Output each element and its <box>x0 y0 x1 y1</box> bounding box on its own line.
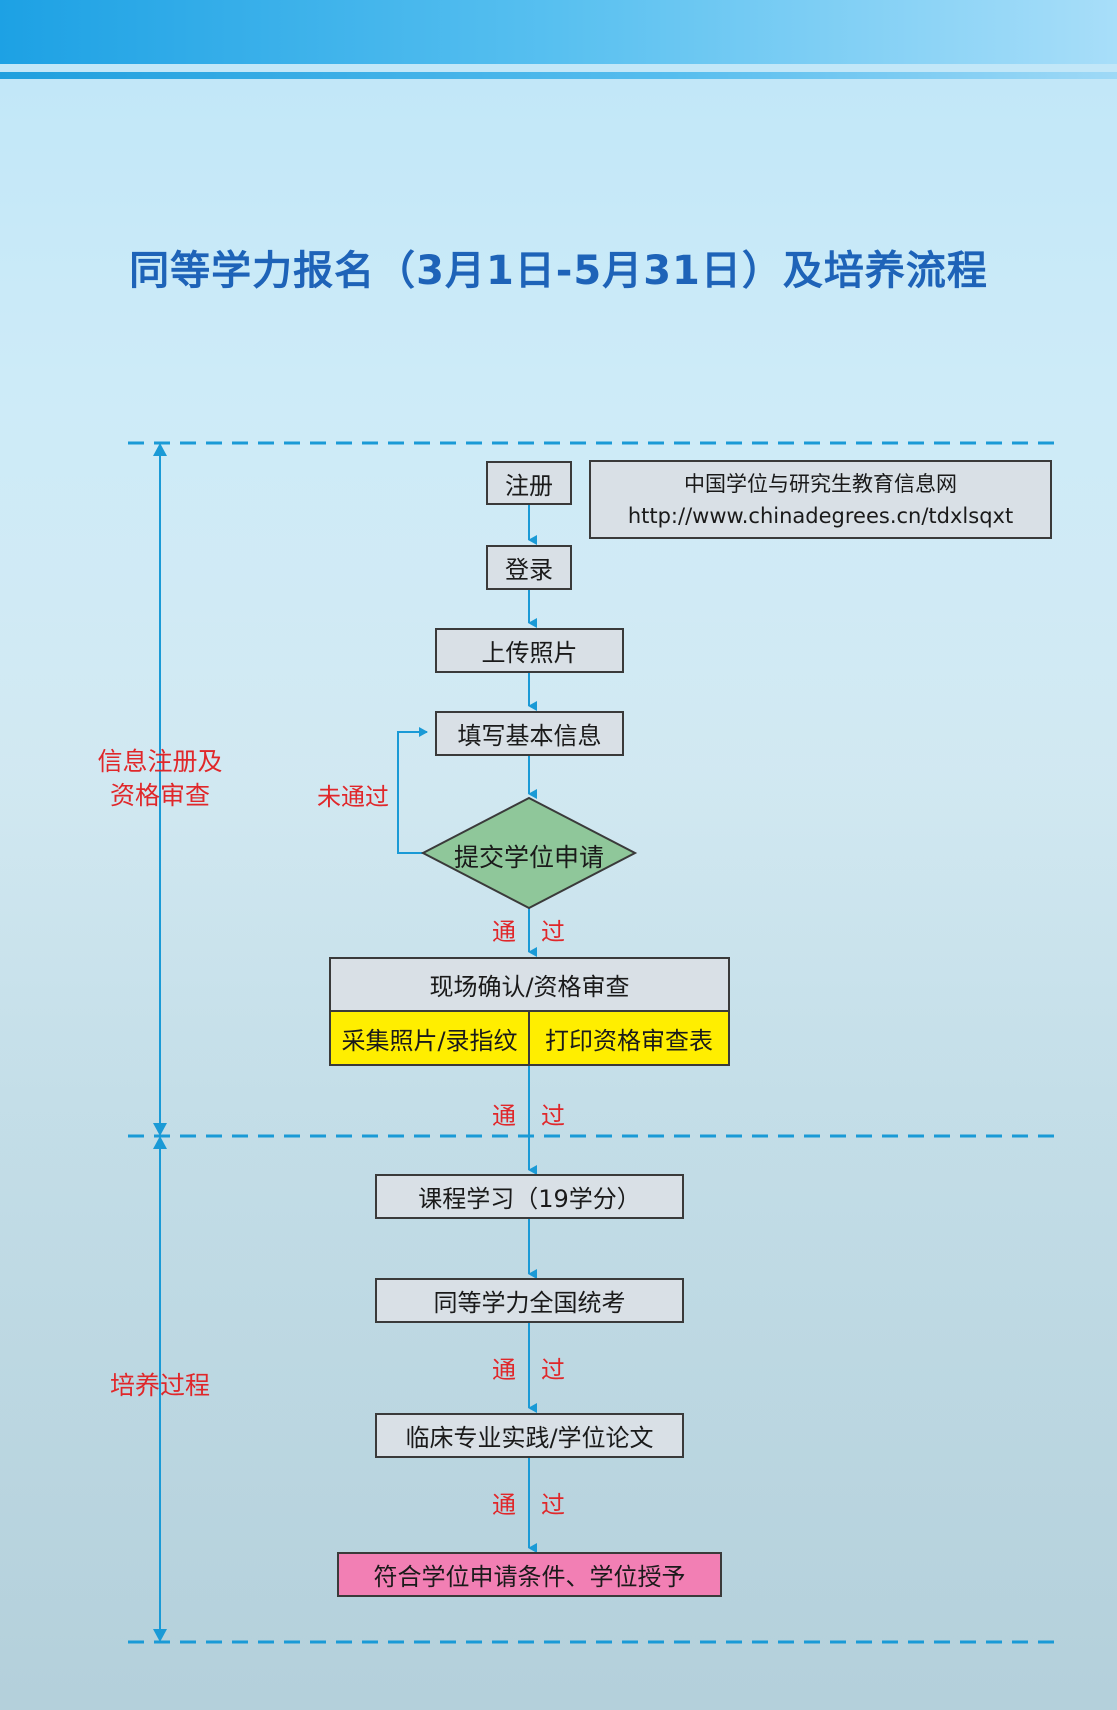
upload-photo-box: 上传照片 <box>435 628 624 673</box>
degree-grant-box: 符合学位申请条件、学位授予 <box>337 1552 722 1597</box>
pass-label-4a: 通 <box>492 1491 516 1519</box>
pass-label-2b: 过 <box>541 1102 565 1130</box>
submit-label: 提交学位申请 <box>453 843 604 872</box>
degree-grant-label: 符合学位申请条件、学位授予 <box>373 1563 686 1591</box>
website-box: 中国学位与研究生教育信息网 http://www.chinadegrees.cn… <box>589 460 1052 539</box>
practice-thesis-box: 临床专业实践/学位论文 <box>375 1413 684 1458</box>
phase2-arrow-up <box>153 1136 167 1149</box>
header-stripe <box>0 72 1117 79</box>
practice-thesis-label: 临床专业实践/学位论文 <box>405 1424 654 1452</box>
print-form-box: 打印资格审查表 <box>528 1010 730 1066</box>
website-url: http://www.chinadegrees.cn/tdxlsqxt <box>627 503 1014 528</box>
background-cityscape <box>0 600 1117 1710</box>
pass-label-1b: 过 <box>541 918 565 946</box>
phase2-label: 培养过程 <box>109 1371 210 1400</box>
not-passed-label: 未通过 <box>317 783 389 811</box>
phase1-label-line1: 信息注册及 <box>97 747 223 776</box>
print-form-label: 打印资格审查表 <box>545 1026 713 1055</box>
pass-label-2a: 通 <box>492 1102 516 1130</box>
collect-photo-label: 采集照片/录指纹 <box>341 1026 518 1055</box>
phase2-arrow-down <box>153 1629 167 1642</box>
onsite-confirm-label: 现场确认/资格审查 <box>429 973 630 1001</box>
national-exam-box: 同等学力全国统考 <box>375 1278 684 1323</box>
pass-label-3b: 过 <box>541 1356 565 1384</box>
onsite-confirm-box: 现场确认/资格审查 <box>329 957 730 1012</box>
national-exam-label: 同等学力全国统考 <box>433 1289 626 1317</box>
course-study-label: 课程学习（19学分） <box>418 1185 641 1213</box>
phase1-arrow-up <box>153 443 167 456</box>
website-name: 中国学位与研究生教育信息网 <box>684 471 957 496</box>
pass-label-1a: 通 <box>492 918 516 946</box>
fill-info-label: 填写基本信息 <box>457 722 602 750</box>
register-box: 注册 <box>486 461 572 505</box>
phase1-label: 信息注册及 资格审查 <box>80 745 240 813</box>
upload-photo-label: 上传照片 <box>481 639 578 667</box>
phase1-label-line2: 资格审查 <box>109 781 210 810</box>
pass-label-3a: 通 <box>492 1356 516 1384</box>
page-title: 同等学力报名（3月1日-5月31日）及培养流程 <box>129 248 988 294</box>
fill-info-box: 填写基本信息 <box>435 711 624 756</box>
header-bar <box>0 0 1117 64</box>
phase1-arrow-down <box>153 1123 167 1136</box>
login-box: 登录 <box>486 545 572 590</box>
pass-label-4b: 过 <box>541 1491 565 1519</box>
submit-decision-diamond <box>420 796 638 910</box>
course-study-box: 课程学习（19学分） <box>375 1174 684 1219</box>
register-label: 注册 <box>505 471 553 500</box>
arrow-not-passed-loop <box>397 727 428 854</box>
login-label: 登录 <box>505 556 553 584</box>
collect-photo-box: 采集照片/录指纹 <box>329 1010 530 1066</box>
